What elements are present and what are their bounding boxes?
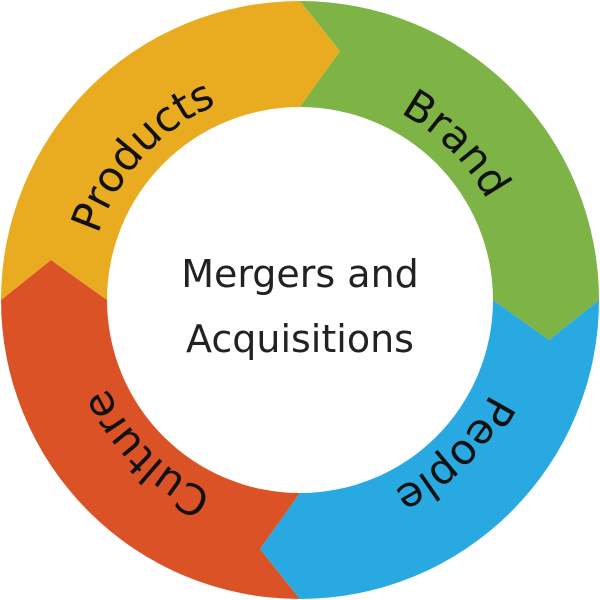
center-title-line2: Acquisitions bbox=[186, 317, 414, 361]
segment-people bbox=[260, 300, 599, 599]
segment-brand bbox=[300, 1, 599, 340]
center-title-line1: Mergers and bbox=[181, 252, 419, 296]
segment-culture bbox=[1, 260, 300, 599]
segment-products bbox=[1, 1, 340, 300]
